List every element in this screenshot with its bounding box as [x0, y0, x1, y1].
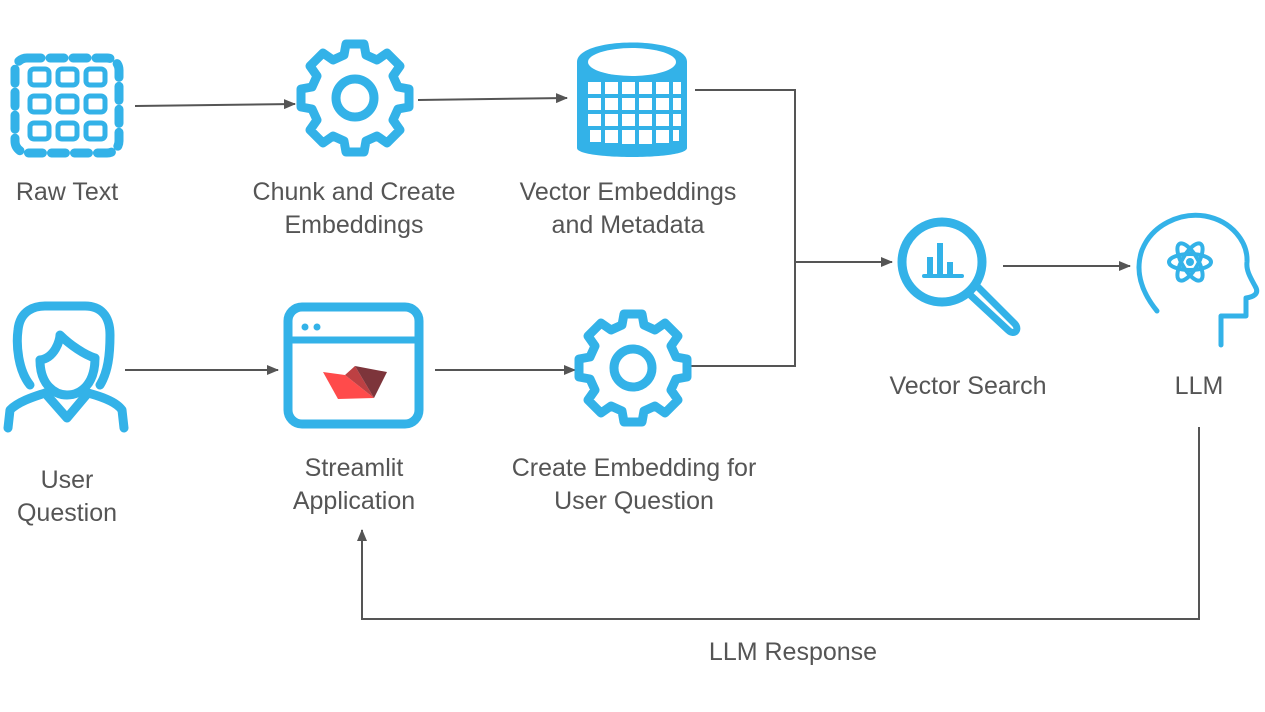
database-icon — [577, 42, 687, 157]
label-line: Question — [16, 499, 118, 527]
label-line: LLM Response — [708, 638, 878, 666]
edge-vector-db-to-merge — [695, 89, 796, 262]
node-label-llm: LLM — [1175, 370, 1224, 403]
gear-icon — [296, 39, 414, 157]
head-atom-icon — [1136, 212, 1260, 348]
label-line: Vector Search — [889, 372, 1047, 400]
edge-chunk-to-vector-db — [417, 93, 568, 104]
label-line: and Metadata — [551, 211, 705, 239]
label-line: Chunk and Create — [252, 178, 456, 206]
edge-embed-question-to-merge — [690, 262, 796, 367]
node-label-user: User Question — [17, 464, 117, 530]
dashed-grid-icon — [10, 53, 124, 158]
label-line: Raw Text — [15, 178, 119, 206]
node-label-chunk: Chunk and Create Embeddings — [253, 176, 456, 242]
node-label-streamlit: Streamlit Application — [293, 452, 415, 518]
node-label-raw-text: Raw Text — [16, 176, 118, 209]
magnifier-chart-icon — [897, 217, 1021, 336]
label-line: Vector Embeddings — [519, 178, 737, 206]
streamlit-logo-icon — [323, 366, 387, 399]
node-label-embed-question: Create Embedding for User Question — [512, 452, 757, 518]
edge-label-llm-response: LLM Response — [709, 636, 877, 669]
label-line: Create Embedding for — [511, 454, 757, 482]
label-line: User — [40, 466, 94, 494]
node-label-vector-search: Vector Search — [889, 370, 1046, 403]
node-label-vector-db: Vector Embeddings and Metadata — [520, 176, 737, 242]
label-line: Streamlit — [304, 454, 404, 482]
label-line: User Question — [554, 487, 714, 515]
label-line: Embeddings — [284, 211, 424, 239]
label-line: Application — [292, 487, 416, 515]
connectors — [125, 89, 1200, 620]
edge-raw-text-to-chunk — [134, 99, 296, 110]
browser-window-icon — [283, 302, 424, 429]
user-icon — [3, 301, 129, 433]
label-line: LLM — [1174, 372, 1224, 400]
gear-icon — [574, 309, 692, 427]
edge-llm-response — [357, 427, 1200, 620]
